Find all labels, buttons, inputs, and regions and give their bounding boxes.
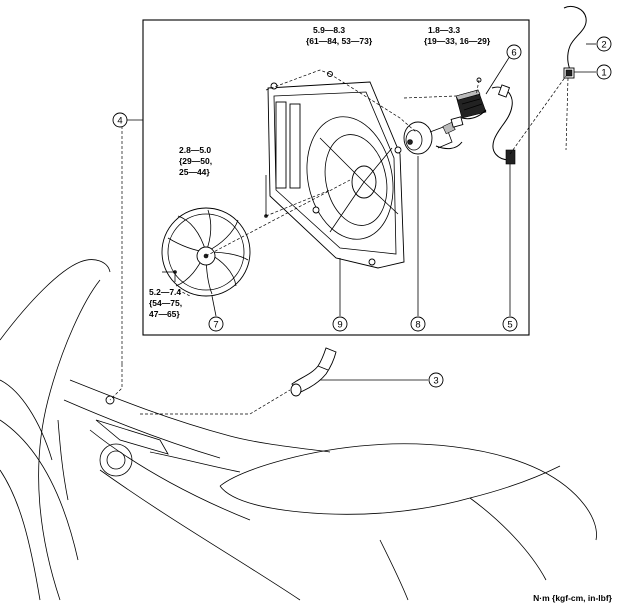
fan-controller (455, 89, 487, 119)
callout-8-number: 8 (415, 320, 420, 331)
torque-top-bolt-line1: 5.9—8.3 (313, 25, 345, 35)
bolts (105, 71, 482, 405)
callout-6: 6 (506, 44, 522, 60)
fan-motor (403, 121, 463, 155)
callout-1-number: 1 (601, 68, 606, 79)
torque-spec-top-bolt: 5.9—8.3 {61—84, 53—73} (306, 25, 373, 46)
torque-fan-nut-line1: 5.2—7.4 (149, 287, 181, 297)
callout-4-number: 4 (117, 116, 122, 127)
callout-7-number: 7 (213, 320, 218, 331)
callout-2-number: 2 (601, 40, 606, 51)
callout-3: 3 (428, 372, 444, 388)
outer-harness (563, 5, 587, 79)
torque-top-bolt-line2: {61—84, 53—73} (306, 36, 373, 46)
torque-shroud-line2: {29—50, (179, 156, 212, 166)
torque-shroud-line1: 2.8—5.0 (179, 145, 211, 155)
callout-leaders (211, 43, 596, 381)
torque-fan-nut-line3: 47—65} (149, 309, 180, 319)
torque-controller-line1: 1.8—3.3 (428, 25, 460, 35)
callout-7: 7 (208, 316, 224, 332)
radiator-hose (290, 347, 337, 397)
callout-5: 5 (502, 316, 518, 332)
torque-units-label: N·m {kgf-cm, in-lbf} (533, 593, 613, 603)
torque-spec-controller-bolt: 1.8—3.3 {19—33, 16—29} (424, 25, 491, 46)
torque-shroud-line3: 25—44} (179, 167, 210, 177)
cooling-fan (161, 207, 251, 297)
assembly-frame (142, 19, 530, 336)
callout-3-number: 3 (433, 376, 438, 387)
vehicle-front-outline (0, 259, 597, 601)
callout-4: 4 (112, 112, 128, 128)
torque-spec-shroud-bolt: 2.8—5.0 {29—50, 25—44} (179, 145, 212, 177)
torque-spec-fan-nut: 5.2—7.4 {54—75, 47—65} (149, 287, 182, 319)
callout-9: 9 (332, 316, 348, 332)
torque-fan-nut-line2: {54—75, (149, 298, 182, 308)
callout-5-number: 5 (507, 320, 512, 331)
callout-9-number: 9 (337, 320, 342, 331)
wiring-harness (450, 84, 516, 165)
cooling-fan-shroud (267, 81, 405, 269)
callout-1: 1 (596, 64, 612, 80)
callout-8: 8 (410, 316, 426, 332)
callout-2: 2 (596, 36, 612, 52)
callout-6-number: 6 (511, 48, 516, 59)
torque-controller-line2: {19—33, 16—29} (424, 36, 491, 46)
